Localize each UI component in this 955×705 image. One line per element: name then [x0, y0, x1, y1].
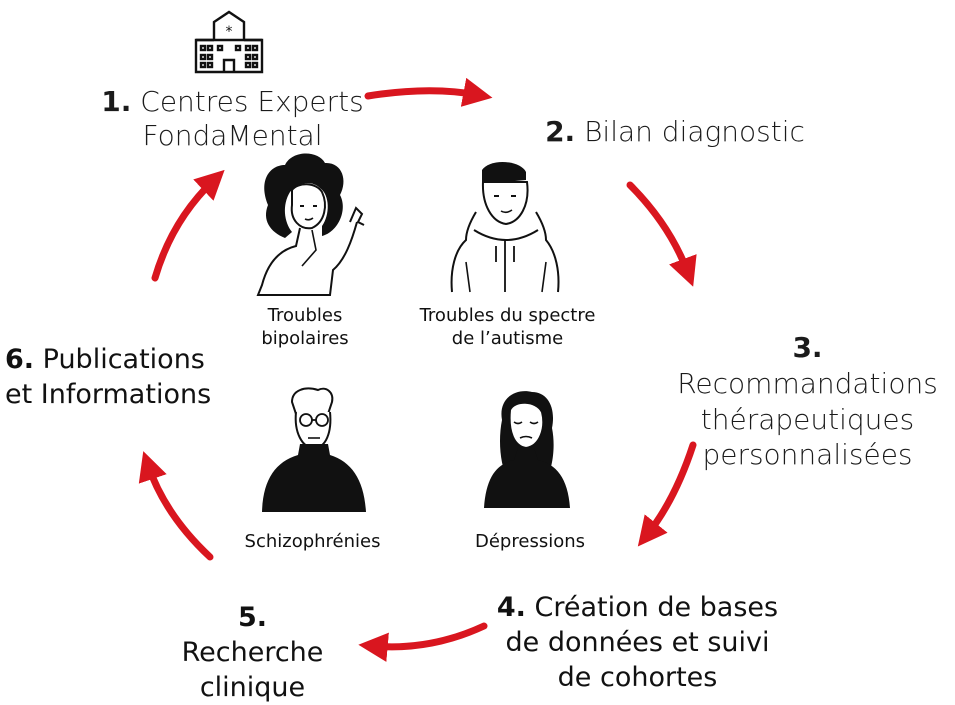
step-1-number: 1.: [101, 85, 132, 118]
step-6-line2: et Informations: [5, 379, 212, 411]
step-1-line1: Centres Experts: [140, 85, 364, 118]
young-man-hoodie-illustration: [450, 161, 560, 293]
step-6-line1: Publications: [42, 344, 205, 375]
step-5-line2: clinique: [199, 672, 306, 704]
condition-schizophrenia-line1: Schizophrénies: [244, 531, 381, 552]
svg-text:*: *: [226, 24, 233, 40]
arrow-6-to-1: [151, 169, 225, 282]
step-2: 2. Bilan diagnostic: [540, 115, 810, 149]
condition-autism-line2: de l’autisme: [451, 328, 564, 350]
arrow-2-to-3: [626, 181, 697, 287]
step-4-line1: Création de bases: [534, 592, 779, 623]
woman-curly-hair-illustration: [256, 153, 365, 296]
condition-autism-label: Troubles du spectre de l’autisme: [395, 304, 620, 351]
step-3-line3: personnalisées: [702, 438, 913, 472]
arrow-1-to-2: [364, 77, 493, 107]
step-1-line2: FondaMental: [142, 119, 323, 153]
condition-depression-line1: Dépressions: [475, 531, 585, 552]
man-glasses-turtleneck-illustration: [262, 387, 366, 512]
step-4-line3: de cohortes: [557, 662, 718, 694]
step-3-line2: thérapeutiques: [700, 402, 915, 436]
step-5: 5. Recherche clinique: [165, 600, 340, 705]
arrow-5-to-6: [138, 451, 214, 561]
step-5-number: 5.: [237, 602, 268, 633]
step-2-number: 2.: [545, 115, 576, 148]
condition-bipolar-label: Troubles bipolaires: [240, 304, 370, 351]
step-4-number: 4.: [496, 592, 526, 623]
step-3-line1: Recommandations: [677, 366, 938, 400]
condition-autism-line1: Troubles du spectre: [419, 305, 596, 326]
step-6: 6. Publications et Informations: [5, 342, 220, 412]
arrow-4-to-5: [358, 622, 488, 662]
step-2-line1: Bilan diagnostic: [584, 115, 805, 148]
condition-schizophrenia-label: Schizophrénies: [225, 530, 400, 553]
step-1: 1. Centres Experts FondaMental: [90, 85, 375, 153]
step-4: 4. Création de bases de données et suivi…: [485, 590, 790, 695]
condition-depression-label: Dépressions: [450, 530, 610, 553]
condition-bipolar-line1: Troubles: [267, 305, 343, 326]
condition-bipolar-line2: bipolaires: [261, 328, 349, 350]
hospital-building-icon: *: [194, 10, 264, 74]
woman-sad-illustration: [484, 391, 570, 508]
step-3: 3. Recommandations thérapeutiques person…: [665, 330, 950, 473]
step-4-line2: de données et suivi: [505, 627, 770, 659]
arrow-3-to-4: [637, 441, 697, 547]
step-6-number: 6.: [5, 344, 35, 375]
step-3-number: 3.: [792, 331, 823, 364]
step-5-line1: Recherche: [181, 637, 324, 669]
